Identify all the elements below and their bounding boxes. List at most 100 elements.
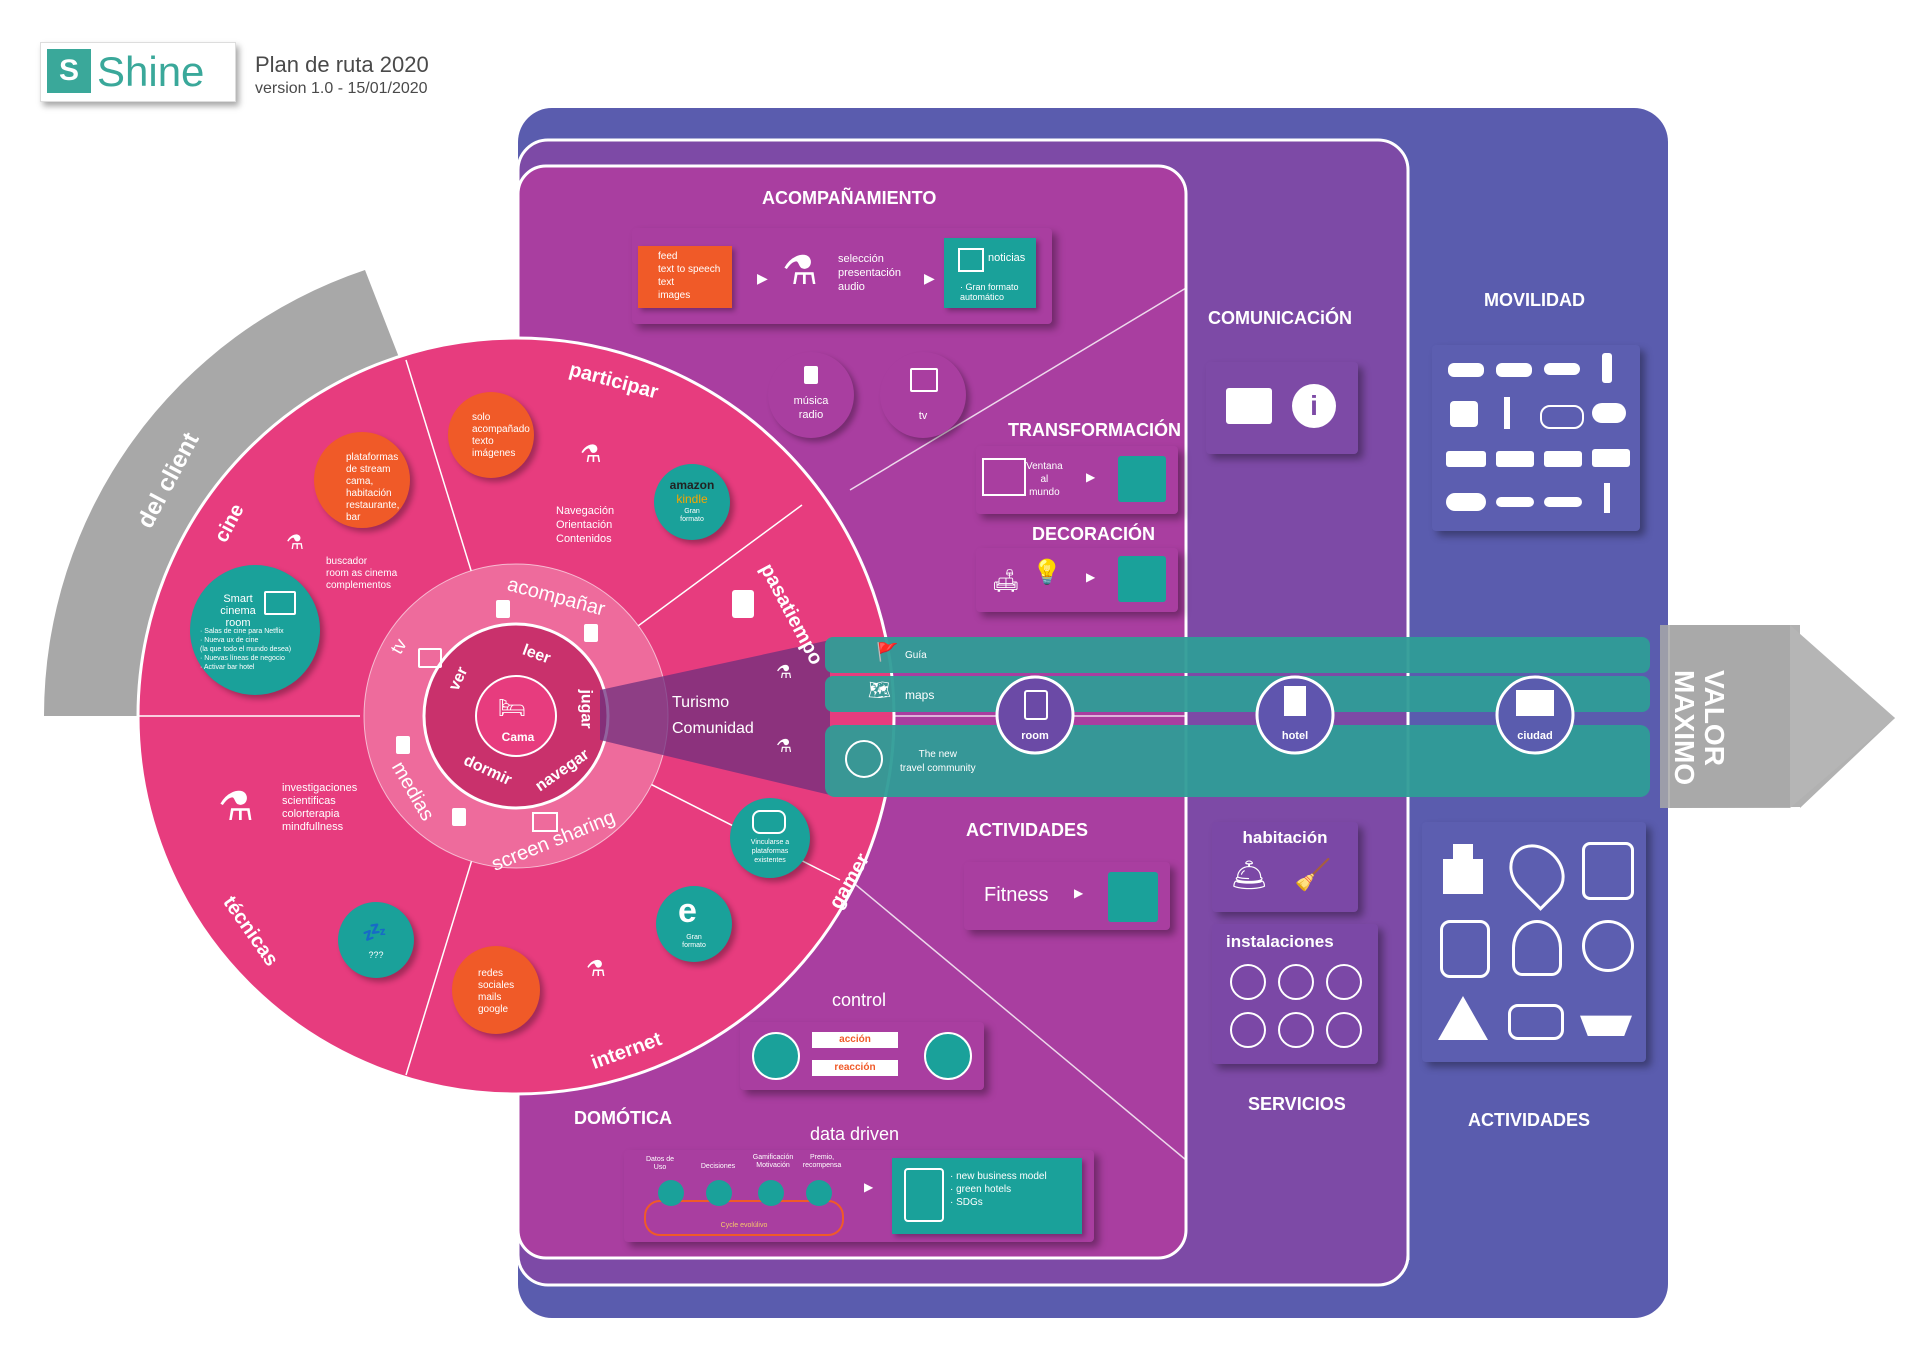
community-label[interactable]: The new travel community [900,749,976,774]
habitacion-label: habitación [1242,828,1328,847]
lab-flask-icon-2: ⚗ [580,441,602,468]
hoverboard-icon [1496,497,1534,507]
video-file-icon-2 [396,736,410,754]
yoga-tile [1108,872,1158,922]
hot-air-balloon-icon [1512,920,1562,976]
cycle-label: Cycle evolúlivo [720,1222,768,1229]
sleep-bubble[interactable]: 💤 ??? [338,902,414,978]
fitness-card[interactable]: Fitness ▶ [964,862,1170,930]
musica-bubble[interactable]: música radio [768,352,854,438]
cleaning-icon: 🧹 [1294,859,1332,892]
noticias-box[interactable]: noticias · Gran formato automático [944,238,1036,308]
data-driven-title: data driven [810,1124,900,1144]
band-maps-label[interactable]: maps [905,688,935,702]
room-door-icon [1024,690,1048,720]
process-list: selección presentación audio [838,253,901,293]
noticias-label: noticias [988,252,1026,264]
sleep-icon: 💤 [362,922,387,944]
castle-icon [1443,844,1483,894]
kick-scooter-icon [1604,483,1610,513]
logo-word: Shine [97,48,205,95]
tv-label: tv [918,410,928,422]
arrow-label-1: MAXIMO [1669,670,1700,786]
domotica-card[interactable]: Datos de Uso Decisiones Gamificación Mot… [624,1150,1094,1242]
room-service-icon: 🛎 [1230,859,1269,892]
lab-flask-icon: ⚗ [286,532,304,554]
domotica-title: DOMÓTICA [574,1108,672,1128]
arrow-right-icon-5: ▶ [1074,886,1084,900]
acompanamiento-title: ACOMPAÑAMIENTO [762,188,937,208]
arrow-right-icon-3: ▶ [1086,470,1096,484]
lab-flask-icon-5: ⚗ [776,736,793,756]
bed-icon: 🛏 [498,695,526,720]
inner-jugar[interactable]: jugar [577,689,595,729]
participar-nav: Navegación Orientación Contenidos [556,505,615,545]
music-file-icon-2 [804,366,818,384]
control-title: control [832,990,887,1010]
arrow-right-icon-4: ▶ [1086,570,1096,584]
decoracion-card[interactable]: 🛋 💡 ▶ [976,548,1178,612]
node-ciudad[interactable]: ciudad [1517,730,1553,742]
window-icon [982,458,1026,496]
instalaciones-label: instalaciones [1226,932,1334,951]
lab-flask-icon-4: ⚗ [776,662,793,682]
gym-icon [1278,964,1314,1000]
inputs-box[interactable]: feed text to speech text images [638,246,732,308]
tv-bubble[interactable]: tv [880,352,966,438]
doc-file-icon [584,624,598,642]
smart-device-icon [924,1032,972,1080]
actividades-card[interactable] [1422,822,1646,1062]
results-box: · new business model · green hotels · SD… [892,1158,1082,1234]
research-flask-icon: ⚗ [218,785,254,829]
backpack-icon [1440,920,1490,978]
band-guia [825,637,1650,673]
comunidad-label: Comunidad [672,720,754,737]
gamer-bubble[interactable]: Vincularse a plataformas existentes [730,798,810,878]
control-card[interactable]: acción reacción [740,1022,984,1090]
chart-icon [658,1180,684,1206]
kindle-bubble[interactable]: amazon kindle Gran formato [654,464,730,540]
gamepad-icon [758,1180,784,1206]
center-circle [475,675,557,757]
node-hotel[interactable]: hotel [1281,730,1309,742]
motorbike-icon [1446,493,1486,511]
participar-orange-bubble[interactable]: solo acompañado texto imágenes [448,392,534,478]
turismo-label: Turismo [672,694,730,711]
arrow-label-2: VALOR [1699,670,1730,766]
arrow-right-icon: ▶ [757,270,768,286]
decoracion-title: DECORACIÓN [1032,524,1156,544]
compass-icon [1582,920,1634,972]
internet-orange-bubble[interactable]: redes sociales mails google [452,946,540,1034]
servicios-title: SERVICIOS [1248,1094,1346,1114]
music-file-icon [452,808,466,826]
mobility-scooter-icon [1450,401,1478,427]
movilidad-card[interactable] [1432,345,1640,531]
van-icon [1496,451,1534,467]
node-room[interactable]: room [1021,730,1049,742]
lamp-icon: 💡 [1032,559,1062,586]
arrow-right-icon-6: ▶ [864,1180,874,1194]
cine-orange-bubble[interactable]: plataformas de stream cama, habitación r… [314,432,410,528]
desire-arc [43,270,400,716]
laundry-icon [1326,1012,1362,1048]
video-tile-2 [1118,556,1166,602]
comunicacion-card[interactable]: i [1206,362,1358,454]
habitacion-card[interactable]: habitación 🛎 🧹 [1212,822,1358,912]
band-guia-label[interactable]: Guía [905,650,927,661]
cast-icon [532,812,558,832]
snorkel-icon [1508,1004,1564,1040]
process-flask-icon: ⚗ [782,249,818,293]
spa-icon [1278,1012,1314,1048]
cruise-ship-icon [1580,1015,1632,1036]
sports-car-icon [1544,363,1580,375]
ie-bubble[interactable]: e Gran formato [656,886,732,962]
map-pin-icon [1498,833,1576,911]
smart-cinema-bubble[interactable]: Smart cinema room · Salas de cine para N… [190,565,320,695]
fitness-label: Fitness [984,884,1049,906]
map-icon: 🗺 [868,680,891,700]
instalaciones-card[interactable]: instalaciones [1212,924,1378,1064]
accion-label: acción [812,1032,898,1048]
step-premio: Premio, recompensa [802,1154,842,1169]
camping-icon [1438,996,1488,1040]
transformacion-card[interactable]: Ventana al mundo ▶ [976,446,1178,514]
